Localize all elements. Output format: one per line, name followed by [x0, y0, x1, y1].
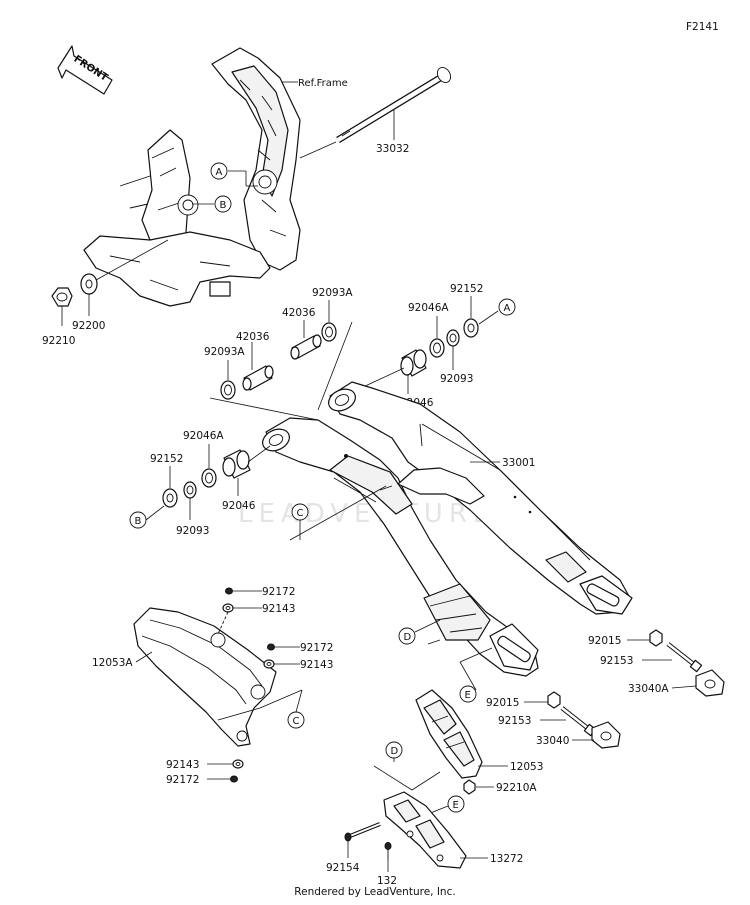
collar-42036-left	[242, 365, 274, 391]
part-92153-right: 92153	[600, 655, 633, 667]
part-92152-left: 92152	[150, 453, 183, 465]
bolt-92154	[344, 822, 381, 842]
adjuster-33040	[591, 721, 621, 749]
collar-42036-top	[290, 334, 322, 360]
washer-part	[80, 273, 98, 295]
callout-d1: D	[404, 632, 412, 643]
part-33040: 33040	[536, 735, 569, 747]
bolt-132	[384, 842, 392, 860]
part-92200: 92200	[72, 320, 105, 332]
part-12053: 12053	[510, 761, 543, 773]
bolt-92153-right	[666, 642, 703, 673]
chain-guide-12053	[415, 689, 483, 779]
part-92046a-top: 92046A	[408, 302, 449, 314]
frame-part	[83, 47, 301, 307]
seal-92093-top	[446, 329, 460, 347]
callout-b2: B	[135, 516, 142, 527]
part-92046a-left: 92046A	[183, 430, 224, 442]
seal-92093-left	[183, 481, 197, 499]
part-33032: 33032	[376, 143, 409, 155]
seal-92093a-top	[321, 322, 337, 342]
figure-code: F2141	[686, 21, 719, 33]
part-42036-top: 42036	[282, 307, 316, 319]
footer-credit: Rendered by LeadVenture, Inc.	[294, 886, 456, 898]
part-92143-c: 92143	[166, 759, 199, 771]
callout-e2: E	[453, 800, 459, 811]
seal-92046a-top	[429, 338, 445, 358]
front-arrow-icon: FRONT	[57, 45, 113, 95]
washer-92143-b	[263, 659, 275, 669]
part-92210: 92210	[42, 335, 75, 347]
part-92093a-top: 92093A	[312, 287, 353, 299]
callout-c2: C	[293, 716, 300, 727]
washer-92152-top	[463, 318, 479, 338]
chain-slider-12053a	[133, 607, 277, 747]
pivot-shaft-part	[336, 67, 452, 143]
callout-d2: D	[391, 746, 399, 757]
part-92153-mid: 92153	[498, 715, 531, 727]
callout-a2: A	[504, 303, 511, 314]
adjuster-33040a	[695, 669, 725, 697]
guide-bracket-13272	[383, 791, 467, 869]
part-33040a: 33040A	[628, 683, 669, 695]
part-12053a: 12053A	[92, 657, 133, 669]
part-92154: 92154	[326, 862, 360, 874]
washer-92143-a	[222, 603, 234, 613]
part-42036-left: 42036	[236, 331, 270, 343]
callout-e1: E	[465, 690, 471, 701]
callout-c1: C	[297, 508, 304, 519]
part-92046-left: 92046	[222, 500, 256, 512]
swingarm-part	[262, 381, 633, 677]
part-92015-right: 92015	[588, 635, 621, 647]
washer-92143-c	[232, 759, 244, 769]
nut-part	[51, 287, 73, 307]
part-92143-b: 92143	[300, 659, 333, 671]
part-13272: 13272	[490, 853, 523, 865]
part-33001: 33001	[502, 457, 535, 469]
part-92172-a: 92172	[262, 586, 295, 598]
part-92093a-left: 92093A	[204, 346, 245, 358]
nut-92210a	[463, 779, 476, 795]
watermark: LEADVENTURE	[238, 499, 495, 529]
part-92172-c: 92172	[166, 774, 199, 786]
bolt-92172-a	[225, 587, 233, 595]
bolt-92172-c	[230, 775, 238, 783]
seal-92046a-left	[201, 468, 217, 488]
callout-b1: B	[220, 200, 227, 211]
part-132: 132	[377, 875, 397, 887]
nut-92015-mid	[547, 691, 561, 709]
part-92172-b: 92172	[300, 642, 333, 654]
callout-a1: A	[216, 167, 223, 178]
part-92143-a: 92143	[262, 603, 295, 615]
bolt-92153-mid	[560, 706, 597, 737]
washer-92152-left	[162, 488, 178, 508]
bearing-92046-top	[400, 349, 427, 377]
seal-92093a-left	[220, 380, 236, 400]
part-92015-mid: 92015	[486, 697, 519, 709]
nut-92015-right	[649, 629, 663, 647]
bolt-92172-b	[267, 643, 275, 651]
part-92093-top: 92093	[440, 373, 473, 385]
ref-frame-label: Ref.Frame	[298, 78, 348, 89]
part-92093-left: 92093	[176, 525, 209, 537]
part-92152-top: 92152	[450, 283, 483, 295]
part-92210a: 92210A	[496, 782, 537, 794]
bearing-92046-left	[222, 449, 251, 479]
